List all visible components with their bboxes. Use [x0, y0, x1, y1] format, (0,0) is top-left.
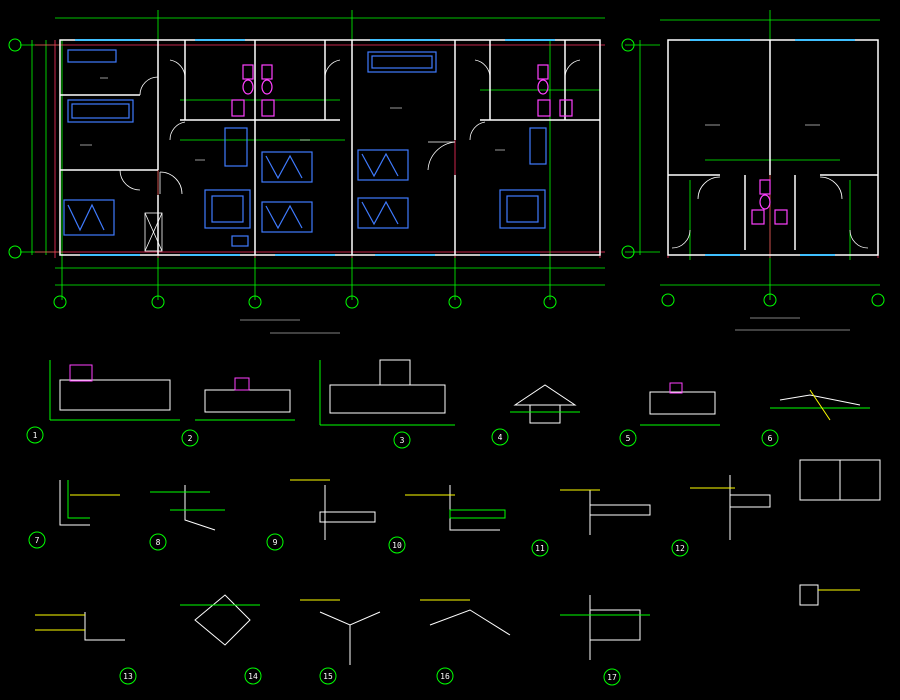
detail-number-bubble	[393, 431, 411, 449]
main-plan-furniture	[63, 49, 547, 247]
detail-number-label: 15	[323, 672, 333, 681]
detail-1: 1	[26, 360, 180, 444]
detail-4: 4	[491, 384, 580, 446]
main-plan-walls	[59, 39, 601, 256]
detail-number-bubble	[181, 429, 199, 447]
main-floor-plan	[8, 10, 605, 334]
detail-number-bubble	[28, 531, 46, 549]
detail-number-label: 12	[675, 544, 685, 553]
detail-number-label: 3	[400, 436, 405, 445]
detail-number-bubble	[244, 667, 262, 685]
detail-number-bubble	[531, 539, 549, 557]
detail-number-bubble	[149, 533, 167, 551]
detail-11: 11	[531, 489, 651, 557]
detail-7: 7	[28, 480, 120, 549]
detail-13: 13	[35, 612, 137, 685]
detail-number-label: 16	[440, 672, 450, 681]
detail-number-bubble	[388, 536, 406, 554]
detail-6: 6	[761, 389, 870, 447]
right-plan-room-labels	[705, 124, 850, 331]
detail-number-bubble	[491, 428, 509, 446]
detail-2: 2	[181, 377, 295, 447]
detail-number-label: 17	[607, 673, 617, 682]
detail-number-label: 11	[535, 544, 545, 553]
detail-number-bubble	[761, 429, 779, 447]
detail-number-label: 13	[123, 672, 133, 681]
detail-17: 17	[560, 595, 650, 686]
detail-number-bubble	[266, 533, 284, 551]
main-plan-windows	[75, 39, 555, 256]
detail-8: 8	[149, 485, 225, 551]
detail-number-bubble	[671, 539, 689, 557]
detail-number-bubble	[436, 667, 454, 685]
right-plan-windows	[690, 39, 855, 256]
right-plan-walls	[667, 39, 879, 256]
detail-number-label: 4	[498, 433, 503, 442]
detail-15: 15	[300, 599, 381, 685]
detail-number-label: 10	[392, 541, 402, 550]
detail-number-label: 8	[156, 538, 161, 547]
main-plan-doors	[119, 59, 581, 195]
detail-10: 10	[388, 485, 506, 554]
right-plan-fixtures	[751, 179, 788, 225]
right-plan-axis-bubbles	[621, 38, 885, 307]
main-plan-room-labels	[80, 77, 505, 334]
detail-number-label: 9	[273, 538, 278, 547]
detail-number-label: 2	[188, 434, 193, 443]
right-plan-doors	[671, 176, 869, 249]
detail-number-bubble	[619, 429, 637, 447]
detail-number-label: 7	[35, 536, 40, 545]
detail-14: 14	[180, 594, 262, 685]
detail-16: 16	[420, 599, 511, 685]
detail-number-bubble	[26, 426, 44, 444]
detail-5: 5	[619, 382, 720, 447]
main-plan-wardrobe	[144, 212, 163, 252]
detail-12: 12	[671, 475, 771, 557]
detail-side-elevation	[799, 459, 881, 606]
detail-number-bubble	[319, 667, 337, 685]
detail-number-label: 6	[768, 434, 773, 443]
right-floor-plan	[621, 10, 885, 331]
main-plan-axis-bubbles	[8, 38, 557, 309]
detail-number-label: 5	[626, 434, 631, 443]
detail-number-bubble	[603, 668, 621, 686]
detail-number-label: 14	[248, 672, 258, 681]
detail-number-bubble	[119, 667, 137, 685]
detail-3: 3	[319, 359, 455, 449]
detail-9: 9	[266, 479, 376, 551]
detail-number-label: 1	[33, 431, 38, 440]
main-plan-fixtures	[231, 64, 573, 117]
